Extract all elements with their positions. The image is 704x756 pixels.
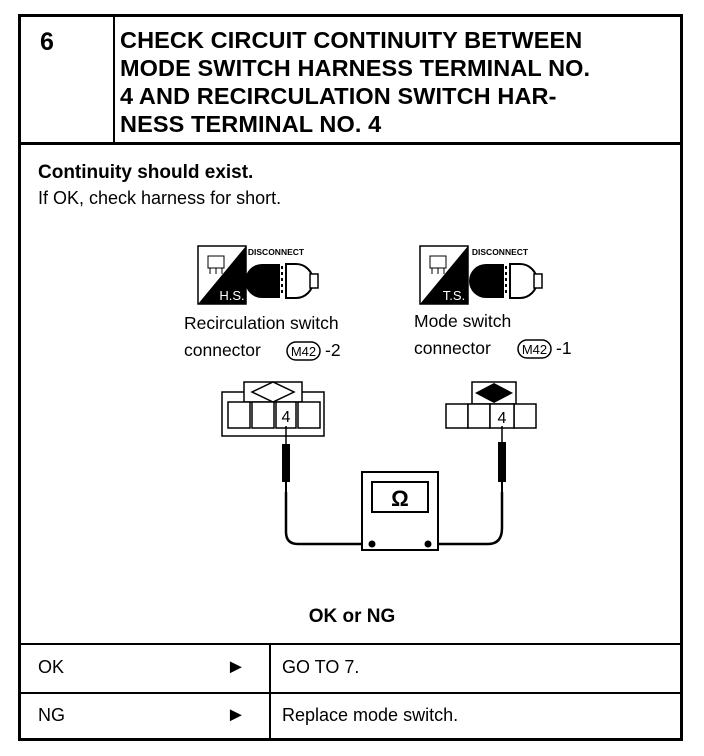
left-connector-code-oval (286, 341, 321, 361)
step-title: CHECK CIRCUIT CONTINUITY BETWEEN MODE SW… (120, 26, 670, 138)
ohm-symbol: Ω (391, 486, 409, 511)
title-line: NESS TERMINAL NO. 4 (120, 111, 382, 137)
right-connector-word: connector (414, 338, 491, 358)
right-badge-text: T.S. (443, 288, 465, 303)
right-test-lead (428, 492, 504, 546)
result-prompt: OK or NG (308, 606, 396, 627)
title-line: MODE SWITCH HARNESS TERMINAL NO. (120, 55, 591, 81)
play-arrow-icon: ► (226, 656, 246, 678)
play-arrow-icon: ► (226, 704, 246, 726)
title-divider (18, 142, 683, 145)
left-disconnect-icon (245, 263, 319, 299)
left-probe (282, 426, 290, 492)
results-top-divider (18, 643, 683, 645)
left-disconnect-label: DISCONNECT (248, 247, 305, 257)
right-connector-name: Mode switch (414, 311, 511, 331)
step-frame (18, 14, 683, 741)
result-label: NG (38, 705, 65, 725)
right-disconnect-icon (469, 263, 543, 299)
ohmmeter-icon (361, 471, 439, 551)
title-line: 4 AND RECIRCULATION SWITCH HAR- (120, 83, 557, 109)
instruction-sub: If OK, check harness for short. (38, 188, 282, 208)
step-number-cell (18, 14, 115, 145)
right-probe (498, 426, 506, 492)
right-disconnect-label: DISCONNECT (472, 247, 529, 257)
left-harness-side-icon: H.S. (197, 245, 247, 305)
title-line: CHECK CIRCUIT CONTINUITY BETWEEN (120, 27, 583, 53)
right-connector-code-oval (517, 339, 552, 359)
left-connector-code: M42 (291, 344, 316, 359)
right-connector-code: M42 (522, 342, 547, 357)
results-column-divider (269, 643, 271, 741)
left-connector-name: Recirculation switch (184, 313, 339, 333)
left-terminal-label: 4 (282, 409, 291, 426)
right-terminal-label: 4 (498, 410, 507, 427)
continuity-diagram: H.S. DISCONNECT Recirculation switch con… (184, 245, 572, 551)
right-connector-body (445, 381, 537, 429)
step-number: 6 (40, 28, 54, 56)
instruction-main: Continuity should exist. (38, 162, 254, 183)
left-connector-body (221, 381, 325, 437)
results-row-divider (18, 692, 683, 694)
left-test-lead (284, 492, 372, 546)
result-action: Replace mode switch. (282, 705, 459, 725)
right-connector-suffix: -1 (556, 338, 572, 358)
left-connector-word: connector (184, 340, 261, 360)
left-connector-suffix: -2 (325, 340, 341, 360)
right-test-side-icon: T.S. (419, 245, 469, 305)
left-badge-text: H.S. (219, 288, 244, 303)
result-label: OK (38, 657, 65, 677)
result-action: GO TO 7. (282, 657, 360, 677)
